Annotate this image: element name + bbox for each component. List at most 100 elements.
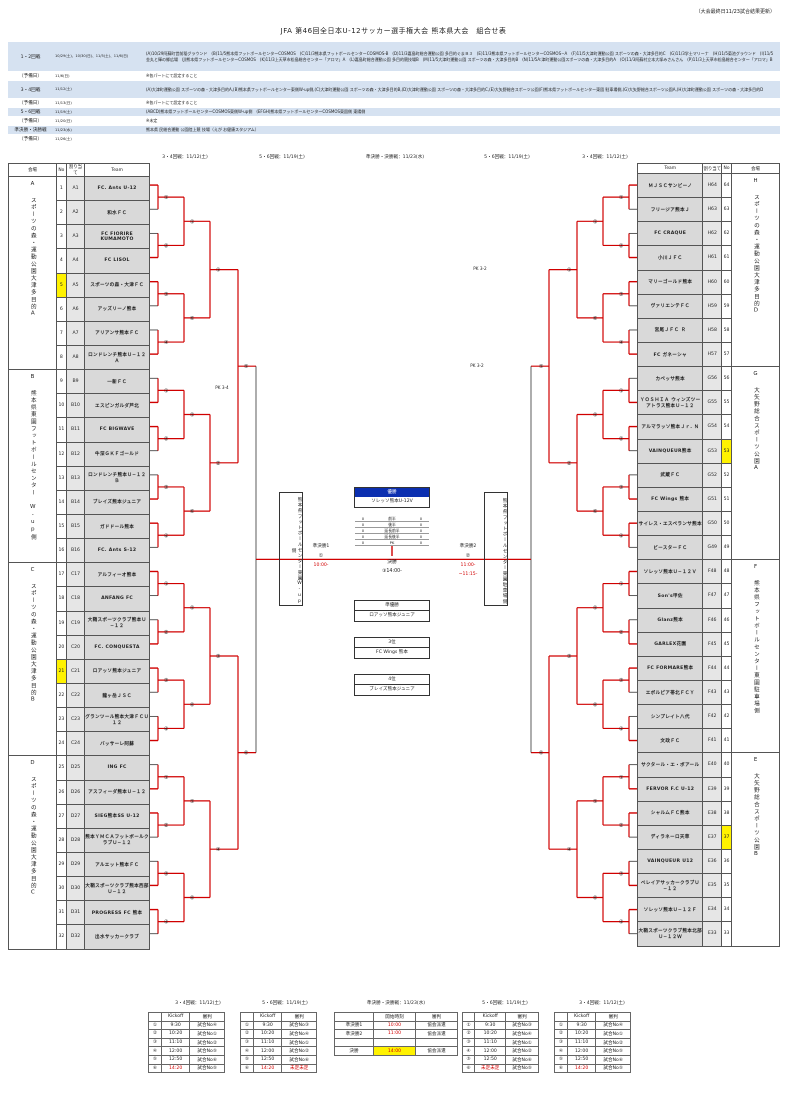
runner-name: ロアッソ熊本ジュニア <box>369 613 415 618</box>
bottom-cell: 11:10 <box>474 1037 507 1048</box>
schedule-venues: ※各パートにて設定すること <box>143 72 780 80</box>
bottom-header-cell <box>240 1012 254 1022</box>
bottom-cell: 試合No⑥ <box>595 1054 631 1065</box>
team-slot: A3 <box>65 224 86 250</box>
bottom-cell: ⑥ <box>554 1063 568 1074</box>
team-name: FC. CONQUESTA <box>84 634 150 660</box>
bracket-label: ③ <box>216 654 221 660</box>
bracket-label: ② <box>164 436 169 443</box>
team-name: アルフィーオ熊本 <box>84 562 150 588</box>
bottom-cell: 9:30 <box>160 1020 191 1031</box>
bottom-cell: ③ <box>148 1037 162 1048</box>
team-slot: H58 <box>702 317 723 343</box>
bottom-cell: 準決勝2 <box>334 1029 374 1039</box>
bracket-label: PK 3-2 <box>473 266 487 271</box>
score-period: 延長前半 <box>384 528 400 533</box>
team-slot: H64 <box>702 172 723 199</box>
bottom-cell: 11:10 <box>252 1037 283 1048</box>
schedule-dates: 11/12(土) <box>53 81 143 98</box>
header-right-r56: 5・6回戦：11/19(土) <box>484 155 530 160</box>
team-name: 大鞘スポーツクラブ熊本北部Ｕ−１２Ｗ <box>636 921 704 947</box>
team-slot: F43 <box>702 679 723 706</box>
team-slot: A2 <box>65 200 86 226</box>
header-cell: 会場 <box>8 163 57 177</box>
bottom-cell: 試合No① <box>595 1029 631 1039</box>
schedule-round: 5・6回戦 <box>8 108 53 116</box>
bracket-label: ⑤ <box>593 606 598 612</box>
team-slot: F46 <box>702 607 723 633</box>
bottom-cell: ④ <box>461 1046 476 1056</box>
sf-right-num: ② <box>465 553 471 559</box>
bracket-label: ① <box>619 388 624 394</box>
team-name: FC Wings 熊本 <box>636 486 704 512</box>
team-name: Glanz熊本 <box>636 607 704 633</box>
sf-left-label: 準決勝1 <box>312 544 330 549</box>
group-venue: スポーツの森・運動公園大津多目的B <box>29 583 36 705</box>
score-right: 0 <box>419 516 423 521</box>
team-name: FC. Ants S-12 <box>84 538 150 564</box>
group-letter: G <box>753 371 758 378</box>
bottom-cell: ① <box>240 1020 254 1031</box>
bottom-cell: 試合No④ <box>281 1029 317 1039</box>
bracket-label: ④ <box>164 726 169 732</box>
team-slot: C20 <box>65 634 86 660</box>
bottom-cell: 14:20 <box>160 1063 191 1074</box>
team-name: 小川ＪＦＣ <box>636 245 704 271</box>
team-name: カペッサ熊本 <box>636 366 704 392</box>
team-name: ブレイズ熊本ジュニア <box>84 489 150 515</box>
team-name: ソレッソ熊本Ｕ−１２Ｆ <box>636 897 704 923</box>
team-name: 熊本ＹＭＣＡフットボールクラブＵ−１２ <box>84 827 150 853</box>
team-name: アリアンサ熊本ＦＣ <box>84 320 150 346</box>
group-venue: 熊本県東園フットボールセンター W-up側 <box>29 390 36 542</box>
team-slot: G56 <box>702 366 723 392</box>
bracket-label: ⑤ <box>593 219 598 225</box>
bracket-label: ② <box>164 822 169 829</box>
bottom-cell: 試合No④ <box>505 1029 539 1039</box>
team-name: フリージア熊本Ｊ <box>636 197 704 223</box>
bottom-cell: ② <box>240 1029 254 1039</box>
team-name: ベレイアサッカークラブＵ−１２ <box>636 873 704 899</box>
runner-up-box: 準優勝 ロアッソ熊本ジュニア <box>354 600 430 622</box>
bottom-cell: 10:20 <box>252 1029 283 1039</box>
bottom-header-right-r56: 5・6回戦：11/19(土) <box>482 1001 528 1006</box>
bracket-label: ④ <box>164 920 169 926</box>
bottom-cell: 9:30 <box>566 1020 597 1031</box>
team-slot: A7 <box>65 320 86 346</box>
schedule-row: （予備日）11/20(日)※未定 <box>8 117 780 126</box>
fourth-name: ブレイズ熊本ジュニア <box>369 687 415 692</box>
winner-head: 優勝 <box>355 488 429 497</box>
team-name: 龍ヶ岳ＪＳＣ <box>84 682 150 709</box>
bracket-label: ④ <box>164 533 169 539</box>
bottom-header-cell: 審判 <box>595 1012 631 1022</box>
bracket-label: ⑥ <box>593 509 598 515</box>
group-venue: スポーツの森・運動公園大津多目的D <box>752 194 759 316</box>
bottom-cell: ① <box>148 1020 162 1031</box>
bottom-cell: 未定未定 <box>281 1063 317 1074</box>
bottom-cell: 協会派遣 <box>414 1046 459 1056</box>
schedule-dates: 11/26(土) <box>53 135 143 143</box>
fourth-box: 4位 ブレイズ熊本ジュニア <box>354 674 430 696</box>
